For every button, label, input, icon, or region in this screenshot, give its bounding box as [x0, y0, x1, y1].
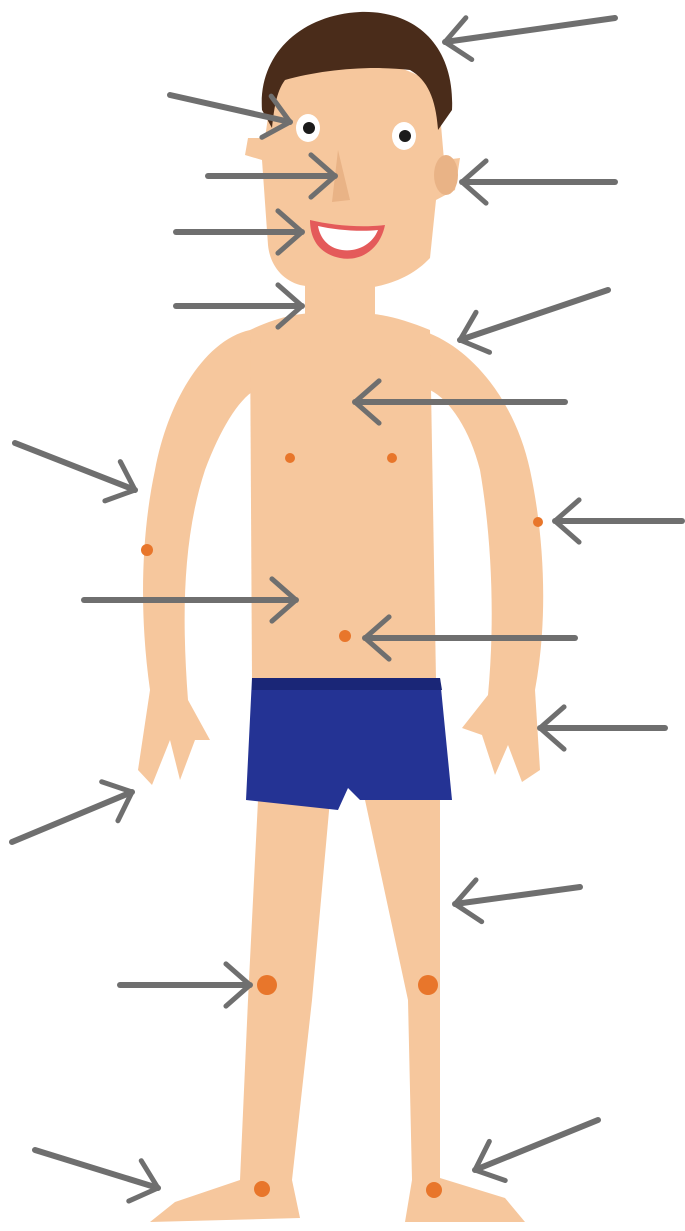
- arrow-shaft: [460, 290, 608, 340]
- elbow-right-mark: [533, 517, 543, 527]
- arrow-shaft: [455, 887, 580, 904]
- arrow-shaft: [475, 1120, 598, 1170]
- arrow-shaft: [35, 1150, 158, 1188]
- ankle-left-mark: [254, 1181, 270, 1197]
- arrow-neck: [176, 285, 302, 327]
- arrow-shaft: [445, 18, 615, 42]
- arrow-eye: [170, 95, 290, 137]
- arrow-ankle-right: [475, 1120, 598, 1180]
- arrow-hair: [445, 18, 615, 60]
- navel-mark: [339, 630, 351, 642]
- arrow-elbow-left: [15, 443, 135, 501]
- arrow-foot-left: [35, 1150, 158, 1201]
- arrow-knee: [120, 964, 250, 1006]
- knee-right-mark: [418, 975, 438, 995]
- ear: [434, 155, 458, 195]
- arrow-mouth: [176, 211, 302, 253]
- right-eye-pupil: [399, 130, 411, 142]
- arrow-ear: [462, 161, 615, 203]
- left-leg: [150, 800, 330, 1222]
- elbow-left-mark: [141, 544, 153, 556]
- boy-figure: [138, 12, 543, 1222]
- arrow-hand-left: [12, 782, 132, 842]
- arrow-elbow-right: [555, 500, 682, 542]
- arrow-thigh: [455, 880, 580, 922]
- nipple-right: [387, 453, 397, 463]
- arrow-shaft: [15, 443, 135, 490]
- left-arm: [138, 330, 255, 785]
- left-eye-pupil: [303, 122, 315, 134]
- arrow-shaft: [12, 792, 132, 842]
- shorts: [246, 678, 452, 810]
- nipple-left: [285, 453, 295, 463]
- arrow-hand-right: [540, 707, 665, 749]
- ankle-right-mark: [426, 1182, 442, 1198]
- torso: [250, 312, 436, 680]
- arrow-shoulder: [460, 290, 608, 352]
- shorts-shade: [252, 678, 442, 690]
- knee-left-mark: [257, 975, 277, 995]
